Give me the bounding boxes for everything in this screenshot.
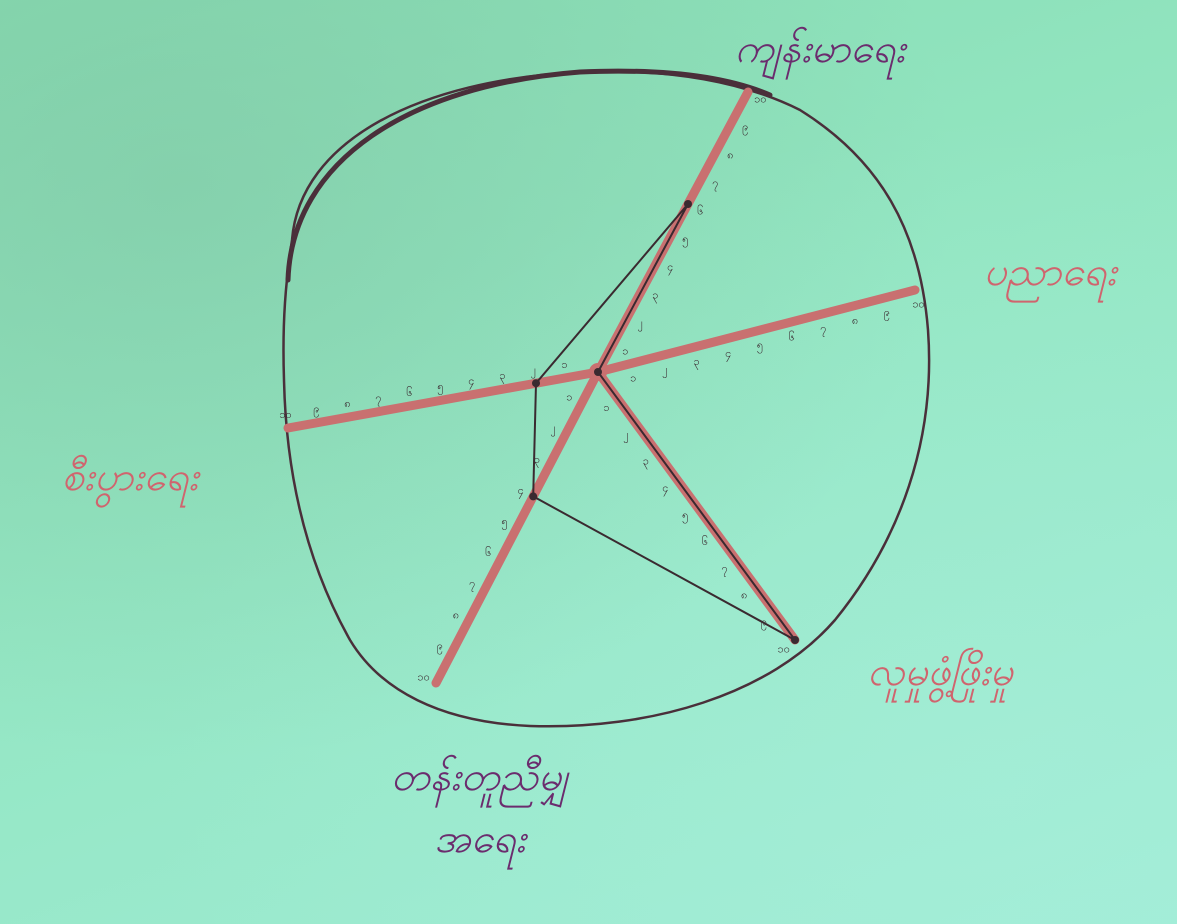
axis-line-1 [593,285,920,377]
tick-label: ၂ [550,422,555,437]
tick-label: ၂ [531,363,536,378]
data-point-4 [532,379,540,388]
axis-label-1: ပညာရေး [984,249,1120,303]
tick-label: ၄ [518,484,524,499]
tick-label: ၆ [697,205,703,218]
tick-label: ၂ [662,363,667,378]
tick-label: ၅ [757,339,763,354]
chart-outline-accent [285,68,773,283]
axis-line-3 [431,367,603,688]
tick-label: ၁ [561,358,567,371]
tick-label: ၉ [437,639,443,654]
tick-label: ၁၀ [778,642,790,655]
tick-label: ၃ [643,455,649,470]
tick-label: ၅ [682,233,688,248]
axis-label-3: တန်းတူညီမျှအရေး [391,754,570,870]
axis-line-4 [283,367,603,433]
tick-label: ၁ [603,401,609,414]
tick-label: ၇ [820,322,826,337]
tick-label: ၄ [662,481,668,496]
tick-label: ၇ [712,177,718,192]
tick-label: ၁၀ [754,93,766,106]
tick-label: ၇ [722,562,728,577]
data-point-2 [791,636,799,644]
tick-label: ၆ [789,330,795,343]
tick-label: ၉ [884,306,890,321]
tick-label: ၈ [344,397,350,410]
tick-label: ၁ [566,391,572,404]
tick-label: ၁ [630,371,636,384]
tick-label: ၁ [622,345,628,358]
tick-label: ၈ [741,589,747,602]
tick-label: ၄ [468,375,474,390]
tick-label: ၇ [375,391,381,406]
tick-label: ၈ [453,608,459,621]
axis-label-2: လူမှုဖွံ့ဖြိုးမှု [867,647,1014,703]
tick-label: ၄ [667,261,673,276]
tick-label: ၂ [623,428,628,443]
tick-label: ၄ [725,347,731,362]
tick-label: ၁၀ [417,671,429,684]
data-point-0 [684,200,692,208]
tick-label: ၁၀ [279,408,291,421]
tick-label: ၅ [682,508,688,523]
tick-label: ၆ [485,546,491,559]
tick-label: ၃ [652,289,658,304]
axis-label-4: စီးပွားရေး [62,454,202,508]
series-polygon-0 [532,203,796,641]
tick-label: ၂ [638,317,643,332]
tick-label: ၉ [313,403,319,418]
tick-label: ၃ [534,453,540,468]
tick-label: ၈ [852,314,858,327]
data-point-3 [529,492,538,501]
axis-label-0: ကျန်းမာရေး [735,26,908,80]
tick-label: ၅ [437,380,443,395]
tick-label: ၃ [499,369,505,384]
tick-label: ၇ [469,577,475,592]
tick-label: ၆ [406,386,412,399]
tick-label: ၁၀ [912,298,924,311]
tick-label: ၅ [501,515,507,530]
tick-label: ၆ [702,535,708,548]
data-point-1 [594,368,602,376]
tick-label: ၉ [742,121,748,136]
tick-label: ၃ [694,355,700,370]
tick-label: ၈ [727,149,733,162]
